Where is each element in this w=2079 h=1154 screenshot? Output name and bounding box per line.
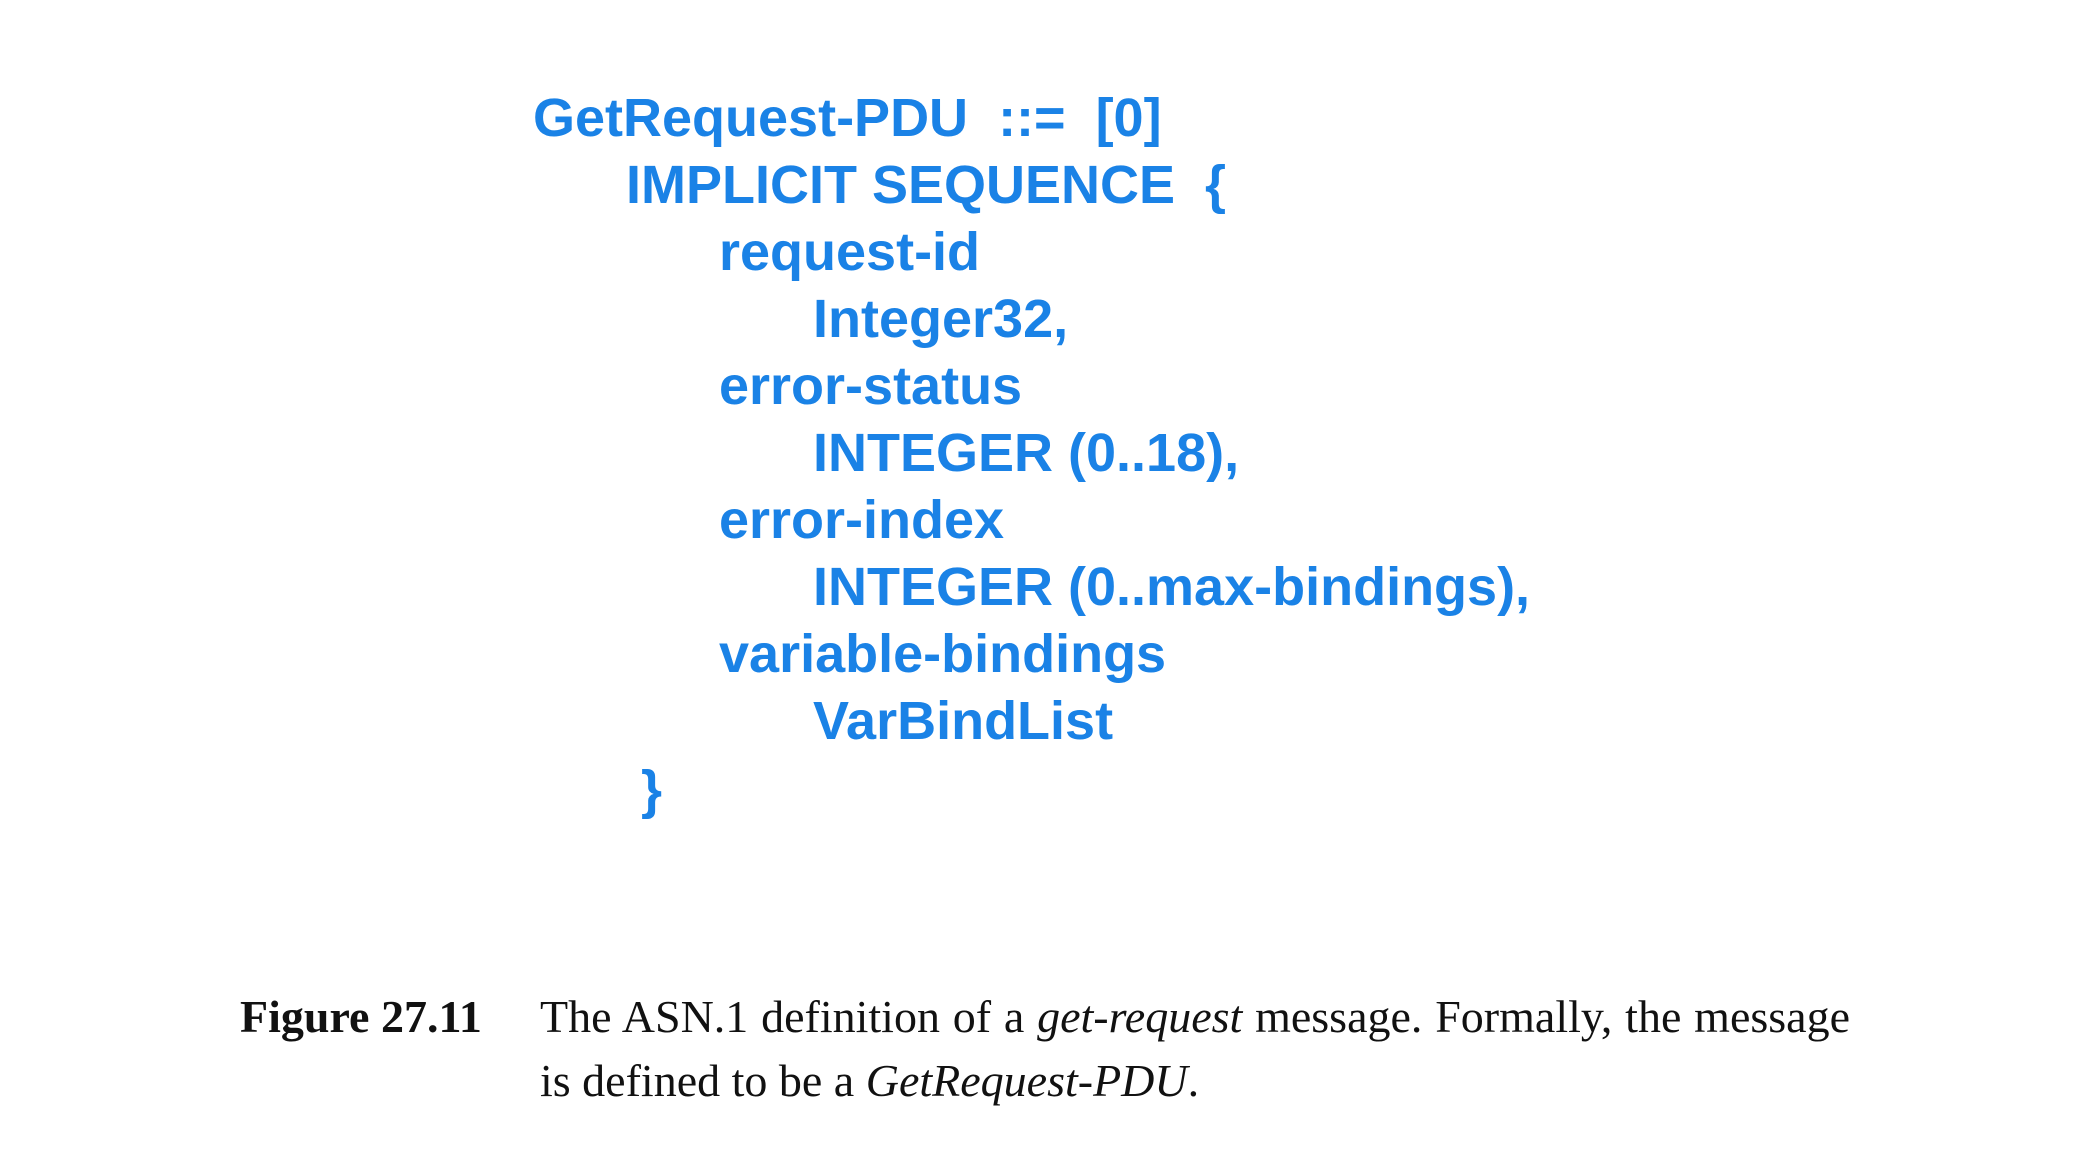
caption-emphasis: get-request <box>1037 991 1243 1042</box>
code-line: GetRequest-PDU ::= [0] <box>533 88 1162 148</box>
caption-text: The ASN.1 definition of a get-request me… <box>540 985 1850 1113</box>
asn1-code-block: GetRequest-PDU ::= [0] IMPLICIT SEQUENCE… <box>533 88 1531 820</box>
caption-part: The ASN.1 definition of a <box>540 991 1038 1042</box>
code-line: error-index <box>719 490 1005 550</box>
code-line: INTEGER (0..18), <box>813 423 1240 483</box>
code-line: error-status <box>719 356 1023 416</box>
code-line: request-id <box>719 222 981 282</box>
code-line: } <box>641 760 663 820</box>
code-line: INTEGER (0..max-bindings), <box>813 557 1531 617</box>
code-line: IMPLICIT SEQUENCE { <box>626 155 1227 215</box>
code-line: Integer32, <box>813 289 1069 349</box>
code-line: VarBindList <box>813 691 1114 751</box>
caption-part: . <box>1187 1055 1200 1106</box>
caption-part: message. Formally, the message is define… <box>540 991 1851 1106</box>
code-line: variable-bindings <box>719 624 1167 684</box>
caption-emphasis: GetRequest-PDU <box>865 1055 1188 1106</box>
figure-label: Figure 27.11 <box>240 991 482 1042</box>
